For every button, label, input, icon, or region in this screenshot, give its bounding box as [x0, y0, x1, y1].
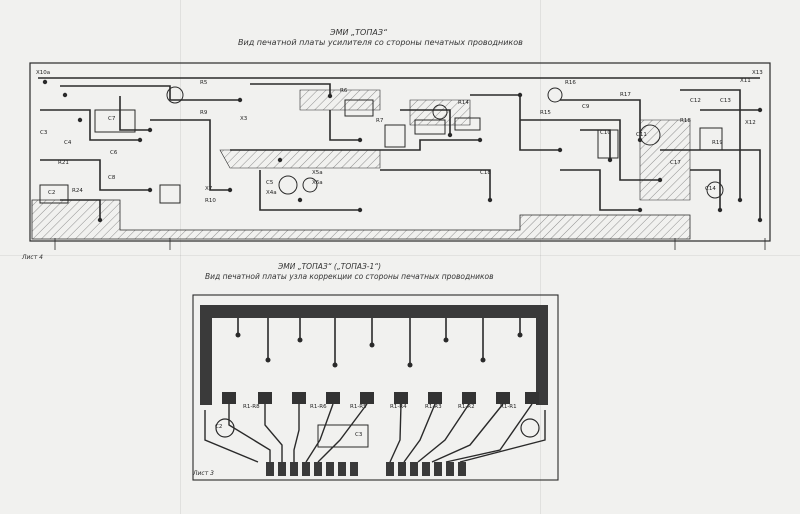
component-label: X7	[205, 186, 213, 192]
component-label: C10	[600, 130, 611, 136]
component-label: C2	[48, 190, 56, 196]
component-label: C18	[480, 170, 491, 176]
component-label: X3	[240, 116, 248, 122]
component-label: C7	[108, 116, 116, 122]
board2-sheet-label: Лист 3	[193, 470, 214, 477]
ground-plane	[31, 199, 691, 240]
component-label: R21	[58, 160, 69, 166]
component-label: C3	[40, 130, 48, 136]
component-label: C8	[108, 175, 116, 181]
component-label: R1-R2	[458, 404, 475, 410]
component-label: R18	[680, 118, 691, 124]
component-label: R1-R5	[350, 404, 367, 410]
component-label: Х5а	[312, 170, 323, 176]
component-label: R15	[540, 110, 551, 116]
correction-board	[192, 294, 559, 481]
component-label: R24	[72, 188, 83, 194]
board-outline	[192, 294, 559, 481]
component-label: X11	[740, 78, 751, 84]
component-label: R1-R4	[390, 404, 407, 410]
component-label: R9	[200, 110, 208, 116]
component-label: C2	[215, 424, 223, 430]
component-label: R16	[565, 80, 576, 86]
fold-line	[540, 0, 541, 514]
component-label: C12	[690, 98, 701, 104]
component-label: R1-R1	[500, 404, 517, 410]
component-label: C11	[636, 132, 647, 138]
component-label: C14	[705, 186, 716, 192]
component-label: C3	[355, 432, 363, 438]
component-label: X12	[745, 120, 756, 126]
board1-sheet-label: Лист 4	[22, 254, 43, 261]
component-label: C4	[64, 140, 72, 146]
component-label: C5	[266, 180, 274, 186]
component-label: C6	[110, 150, 118, 156]
board2-subtitle: Вид печатной платы узла коррекции со сто…	[205, 272, 494, 281]
board-outline	[29, 62, 771, 242]
fold-line	[180, 0, 181, 514]
component-label: R1-R3	[425, 404, 442, 410]
board1-title: ЭМИ „ТОПАЗ“	[330, 28, 388, 37]
amplifier-board	[29, 62, 771, 250]
component-label: R14	[458, 100, 469, 106]
component-label: R1-R6	[310, 404, 327, 410]
component-label: R19	[712, 140, 723, 146]
component-label: Х10а	[36, 70, 51, 76]
component-label: R6	[340, 88, 348, 94]
component-label: C13	[720, 98, 731, 104]
component-label: X4а	[266, 190, 277, 196]
board1-subtitle: Вид печатной платы усилителя со стороны …	[238, 38, 523, 47]
component-label: C9	[582, 104, 590, 110]
component-label: R5	[200, 80, 208, 86]
component-label: R10	[205, 198, 216, 204]
component-label: R7	[376, 118, 384, 124]
fold-line	[0, 255, 800, 256]
board2-title: ЭМИ „ТОПАЗ“ („ТОПАЗ-1“)	[278, 262, 382, 271]
component-label: R1-R8	[243, 404, 260, 410]
component-label: R17	[620, 92, 631, 98]
component-label: C17	[670, 160, 681, 166]
component-label: Х13	[752, 70, 763, 76]
component-label: X6а	[312, 180, 323, 186]
